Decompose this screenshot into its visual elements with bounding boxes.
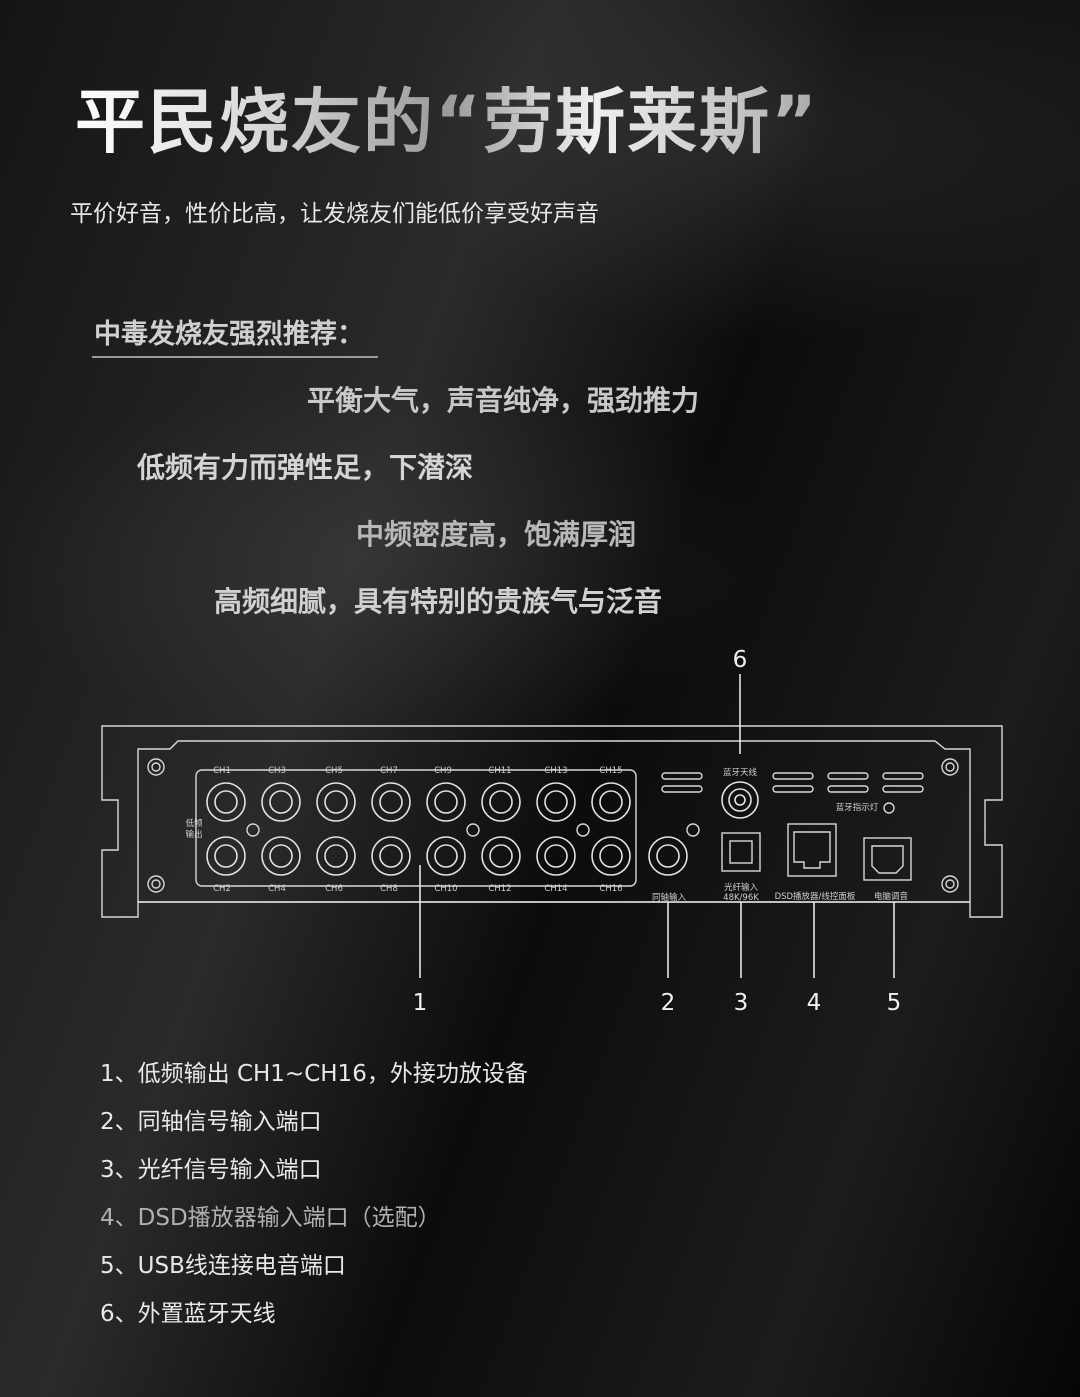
feature-bass: 低频有力而弹性足，下潜深 xyxy=(137,451,474,484)
subtitle: 平价好音，性价比高，让发烧友们能低价享受好声音 xyxy=(70,201,599,227)
label-ch10: CH10 xyxy=(434,884,457,894)
label-bt-indicator: 蓝牙指示灯 xyxy=(836,802,879,813)
label-ch12: CH12 xyxy=(488,884,511,894)
label-ch1: CH1 xyxy=(213,766,231,776)
callout-2: 2 xyxy=(661,990,676,1016)
rca-top-row xyxy=(206,782,631,822)
feature-mid: 中频密度高，饱满厚润 xyxy=(356,518,637,551)
legend-item-4: 4、DSD播放器输入端口（选配） xyxy=(100,1205,441,1231)
legend-item-3: 3、光纤信号输入端口 xyxy=(100,1157,322,1183)
legend-item-2: 2、同轴信号输入端口 xyxy=(100,1109,322,1135)
callout-4: 4 xyxy=(807,990,822,1016)
label-ch13: CH13 xyxy=(544,766,567,776)
panel-screws xyxy=(147,758,959,893)
legend-item-5: 5、USB线连接电音端口 xyxy=(100,1253,346,1279)
label-ch4: CH4 xyxy=(268,884,286,894)
bluetooth-antenna-jack xyxy=(721,781,759,819)
label-ch15: CH15 xyxy=(599,766,622,776)
callout-6: 6 xyxy=(733,647,748,673)
feature-balance: 平衡大气，声音纯净，强劲推力 xyxy=(307,384,700,417)
label-coax: 同轴输入 xyxy=(652,892,687,903)
legend-item-6: 6、外置蓝牙天线 xyxy=(100,1301,276,1327)
callout-5: 5 xyxy=(887,990,902,1016)
label-dsd: DSD播放器/线控面板 xyxy=(775,891,856,902)
port-legend: 1、低频输出 CH1~CH16，外接功放设备 2、同轴信号输入端口 3、光纤信号… xyxy=(100,1056,528,1344)
label-ch3: CH3 xyxy=(268,766,286,776)
recommend-heading: 中毒发烧友强烈推荐： xyxy=(94,319,364,350)
label-ch7: CH7 xyxy=(380,766,398,776)
label-ch14: CH14 xyxy=(544,884,567,894)
rca-jacks xyxy=(206,781,759,876)
label-low-freq-2: 输出 xyxy=(185,829,202,840)
label-low-freq-1: 低频 xyxy=(185,818,203,829)
label-ch11: CH11 xyxy=(488,766,511,776)
callout-1: 1 xyxy=(413,990,428,1016)
label-optical-2: 48K/96K xyxy=(723,893,759,903)
rear-panel-diagram: CH1 CH3 CH5 CH7 CH9 CH11 CH13 CH15 CH2 C… xyxy=(101,647,1003,1016)
heading-underline xyxy=(92,356,378,358)
label-ch16: CH16 xyxy=(599,884,622,894)
legend-item-1: 1、低频输出 CH1~CH16，外接功放设备 xyxy=(100,1061,528,1087)
label-ch9: CH9 xyxy=(434,766,452,776)
rca-bottom-row xyxy=(206,836,631,876)
label-usb: 电脑调音 xyxy=(874,891,909,902)
label-ch2: CH2 xyxy=(213,884,231,894)
label-ch8: CH8 xyxy=(380,884,398,894)
label-ch5: CH5 xyxy=(325,766,343,776)
label-ch6: CH6 xyxy=(325,884,343,894)
page-title: 平民烧友的“劳斯莱斯” xyxy=(75,66,819,167)
label-optical-1: 光纤输入 xyxy=(724,882,759,893)
coax-jack xyxy=(648,836,688,876)
feature-treble: 高频细腻，具有特别的贵族气与泛音 xyxy=(214,585,663,618)
label-bt-antenna: 蓝牙天线 xyxy=(723,767,758,778)
callout-3: 3 xyxy=(734,990,749,1016)
